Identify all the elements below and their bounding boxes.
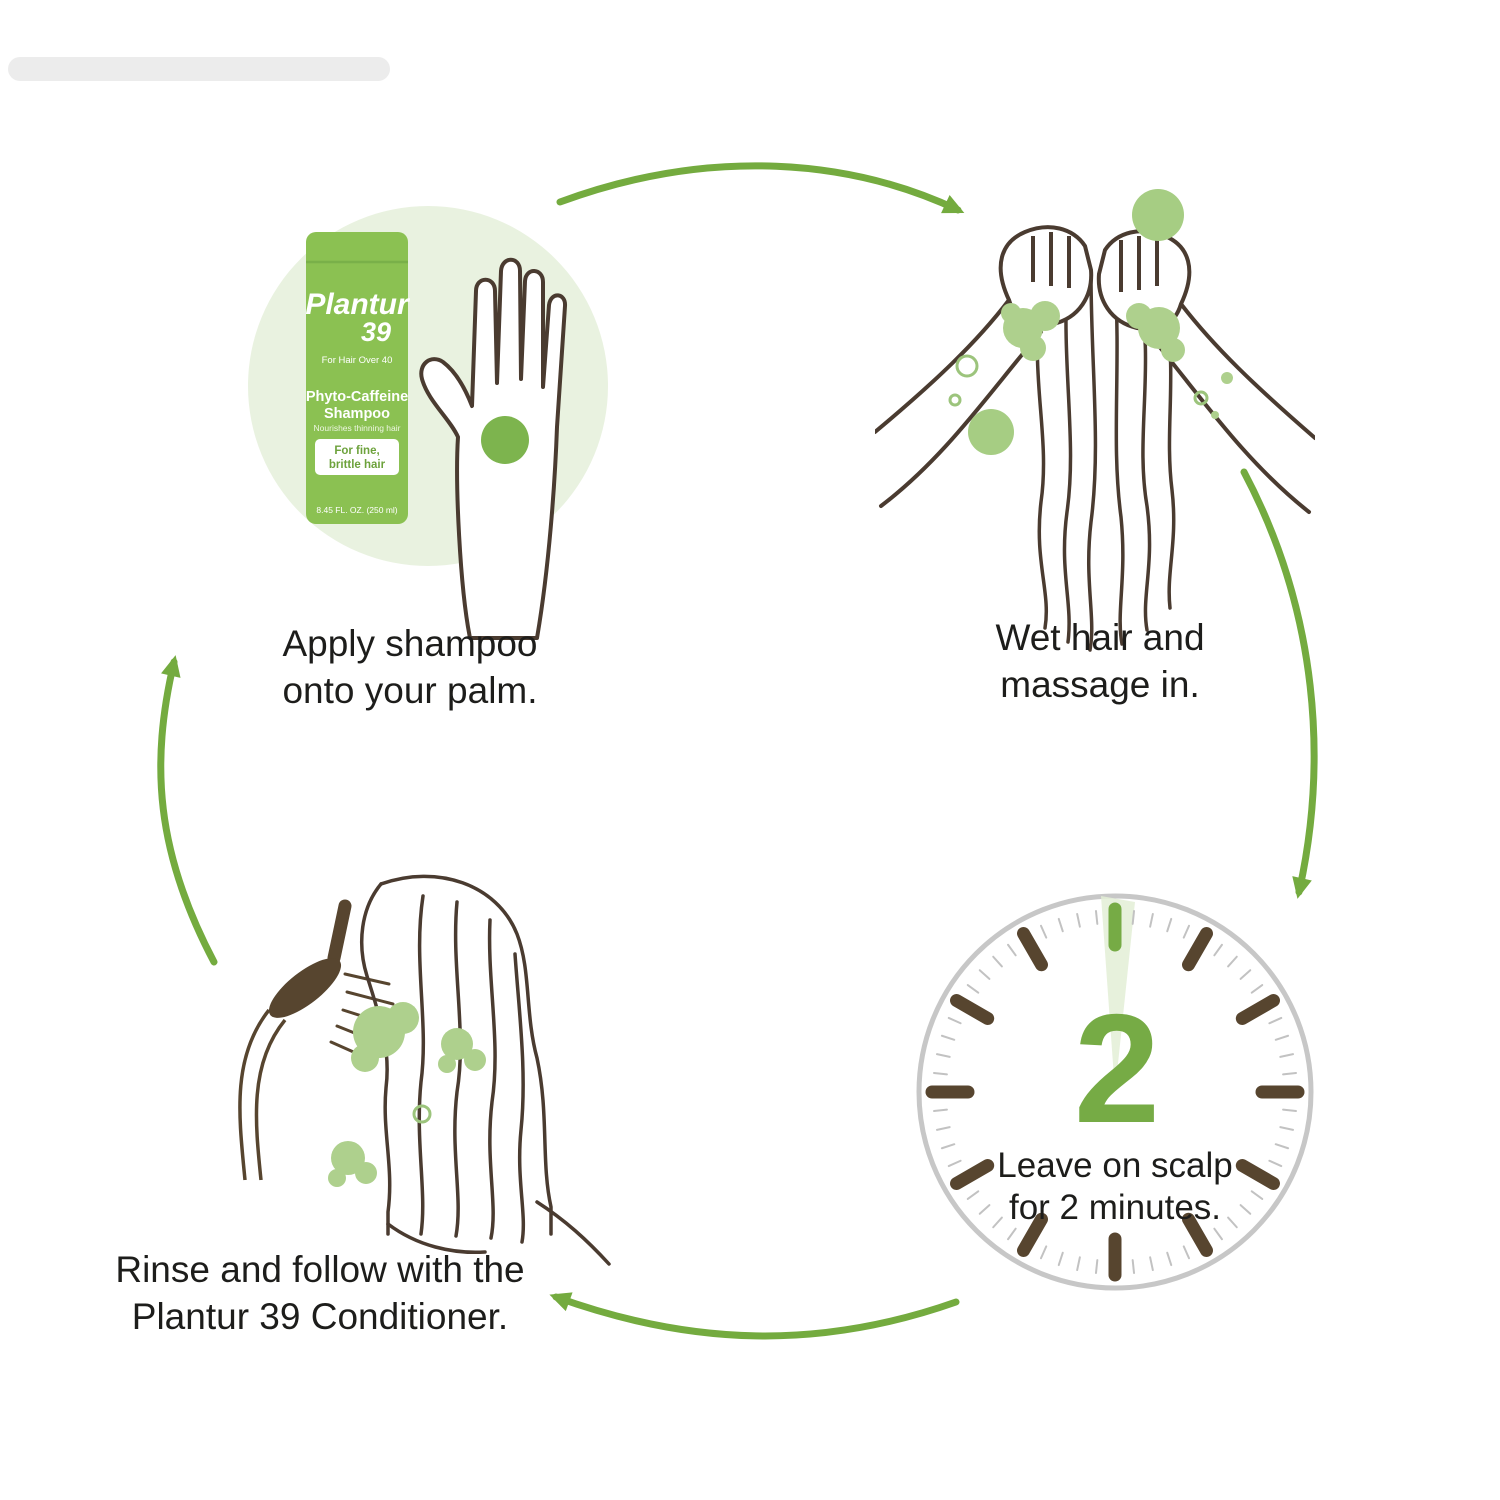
step4-caption-line2: Plantur 39 Conditioner. bbox=[131, 1296, 509, 1337]
step1-caption-line1: Apply shampoo bbox=[282, 623, 538, 664]
shower-head bbox=[268, 958, 342, 1018]
suds-outline-bubbles bbox=[948, 354, 1209, 407]
bottle-brand-number: 39 bbox=[361, 317, 391, 347]
two-minute-clock-illustration: 2 Leave on scalp for 2 minutes. bbox=[916, 893, 1314, 1291]
bottle-badge bbox=[315, 439, 399, 475]
head-outline bbox=[379, 874, 553, 1236]
arrow-step3-to-step4 bbox=[549, 1292, 960, 1340]
step4-caption: Rinse and follow with the Plantur 39 Con… bbox=[55, 1246, 585, 1340]
neck-line bbox=[386, 1222, 487, 1255]
step1-caption-line2: onto your palm. bbox=[282, 670, 538, 711]
step3-caption-line1: Leave on scalp bbox=[997, 1146, 1232, 1185]
clock-number: 2 bbox=[1074, 982, 1160, 1155]
shampoo-drop-dot bbox=[481, 416, 529, 464]
bottle-brand: Plantur bbox=[305, 288, 411, 321]
bottle-product-line2: Shampoo bbox=[324, 406, 390, 422]
shampoo-bottle: Plantur 39 For Hair Over 40 Phyto-Caffei… bbox=[305, 232, 411, 524]
clock-major-ticks bbox=[925, 902, 1305, 1282]
shower-handle bbox=[327, 899, 352, 965]
rinse-shower-illustration bbox=[238, 874, 611, 1266]
suds-bubbles bbox=[968, 189, 1233, 455]
right-arm-line bbox=[1179, 302, 1315, 440]
shoulder-line bbox=[535, 1200, 611, 1266]
suds-outline-bubbles bbox=[412, 1104, 432, 1124]
step2-caption-line1: Wet hair and bbox=[995, 617, 1205, 658]
apply-shampoo-illustration: Plantur 39 For Hair Over 40 Phyto-Caffei… bbox=[248, 206, 608, 640]
bottle-subtitle: Nourishes thinning hair bbox=[314, 423, 401, 433]
shower-wand bbox=[238, 899, 395, 1181]
bottle-tagline: For Hair Over 40 bbox=[322, 355, 393, 366]
step3-caption-line2: for 2 minutes. bbox=[1009, 1188, 1221, 1227]
bottle-body bbox=[306, 232, 408, 524]
step1-caption: Apply shampoo onto your palm. bbox=[160, 620, 660, 714]
bottle-product-line1: Phyto-Caffeine bbox=[306, 389, 408, 405]
massage-hair-illustration bbox=[875, 189, 1315, 652]
decorative-bar bbox=[8, 57, 390, 81]
bottle-badge-line1: For fine, bbox=[334, 445, 379, 457]
bottle-size: 8.45 FL. OZ. (250 ml) bbox=[316, 505, 397, 515]
step2-caption: Wet hair and massage in. bbox=[860, 614, 1340, 708]
clock-minor-ticks bbox=[932, 909, 1298, 1275]
left-arm-line bbox=[875, 298, 1011, 434]
bottle-badge-line2: brittle hair bbox=[329, 459, 386, 471]
step2-caption-line2: massage in. bbox=[1000, 664, 1200, 705]
suds-bubbles bbox=[328, 1002, 486, 1187]
shower-hose bbox=[238, 1008, 287, 1181]
head-and-hair bbox=[359, 874, 611, 1266]
open-palm-hand bbox=[419, 257, 567, 640]
step4-caption-line1: Rinse and follow with the bbox=[115, 1249, 525, 1290]
hanging-hair bbox=[1035, 272, 1176, 652]
